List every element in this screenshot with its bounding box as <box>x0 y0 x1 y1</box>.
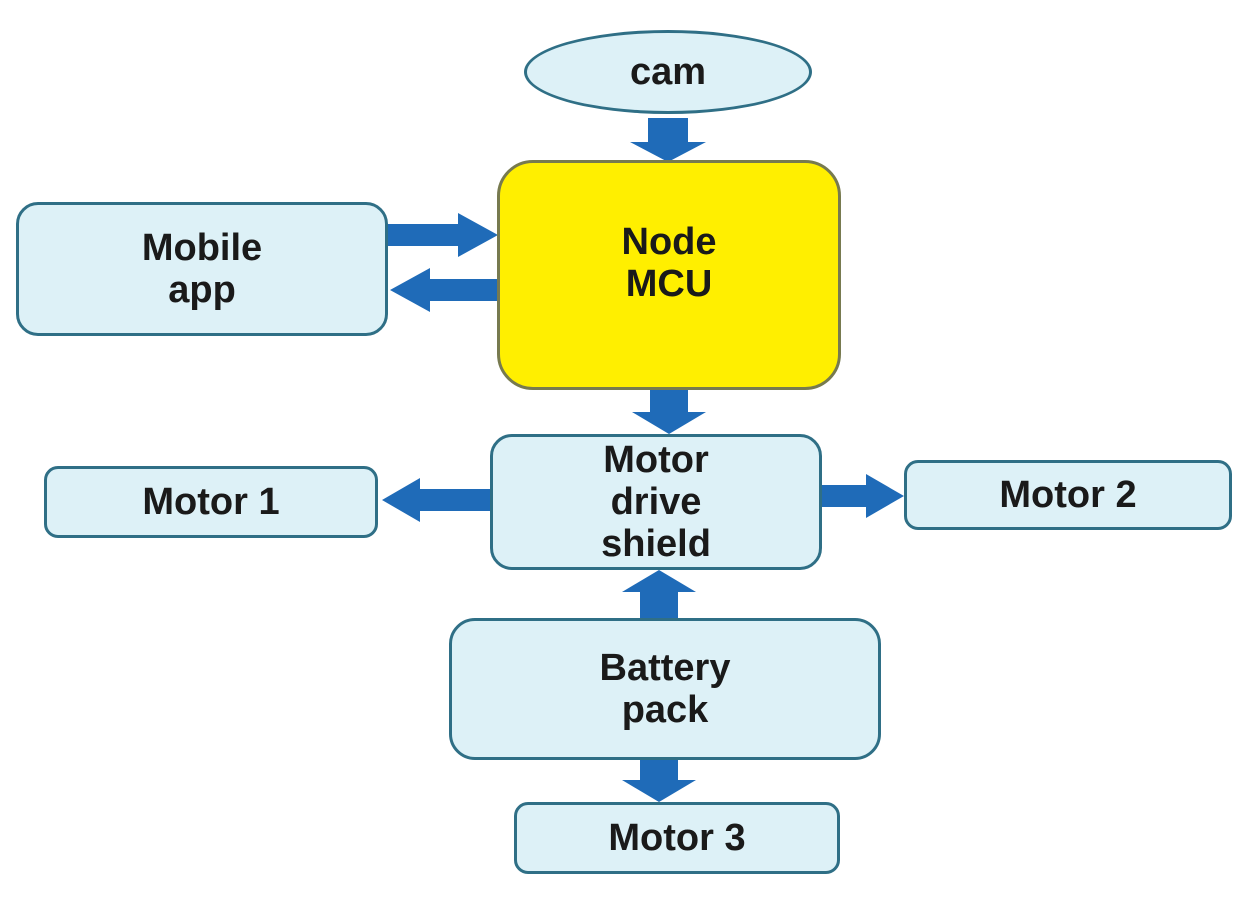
motor-1-block: Motor 1 <box>44 466 378 538</box>
node-mcu-block: Node MCU <box>497 160 841 390</box>
arrow-motordriveshield-to-motor2 <box>820 474 904 518</box>
arrow-batterypack-to-motordriveshield <box>622 570 696 618</box>
arrow-nodemcu-to-mobileapp <box>390 268 498 312</box>
mobile-app-label-line2: app <box>168 269 236 311</box>
node-mcu-label-line2: MCU <box>625 263 713 305</box>
arrow-cam-to-nodemcu <box>630 118 706 162</box>
motor-3-block: Motor 3 <box>514 802 840 874</box>
battery-pack-label-line2: pack <box>621 689 709 731</box>
cam-node: cam <box>524 30 812 114</box>
motor-2-label: Motor 2 <box>999 474 1137 516</box>
battery-pack-block: Battery pack <box>449 618 881 760</box>
motor-1-label: Motor 1 <box>142 481 280 523</box>
cam-label: cam <box>629 51 707 93</box>
mobile-app-block: Mobile app <box>16 202 388 336</box>
arrow-motordriveshield-to-motor1 <box>382 478 490 522</box>
arrow-batterypack-to-motor3 <box>622 760 696 802</box>
motor-drive-shield-label-line3: shield <box>601 523 711 565</box>
mobile-app-label-line1: Mobile <box>141 227 263 269</box>
arrow-nodemcu-to-motordriveshield <box>632 390 706 434</box>
motor-drive-shield-label-line1: Motor <box>603 439 709 481</box>
battery-pack-label-line1: Battery <box>599 647 731 689</box>
motor-3-label: Motor 3 <box>608 817 746 859</box>
node-mcu-label-line1: Node <box>621 221 717 263</box>
motor-drive-shield-block: Motor drive shield <box>490 434 822 570</box>
motor-drive-shield-label-line2: drive <box>610 481 702 523</box>
arrow-mobileapp-to-nodemcu <box>388 213 498 257</box>
motor-2-block: Motor 2 <box>904 460 1232 530</box>
